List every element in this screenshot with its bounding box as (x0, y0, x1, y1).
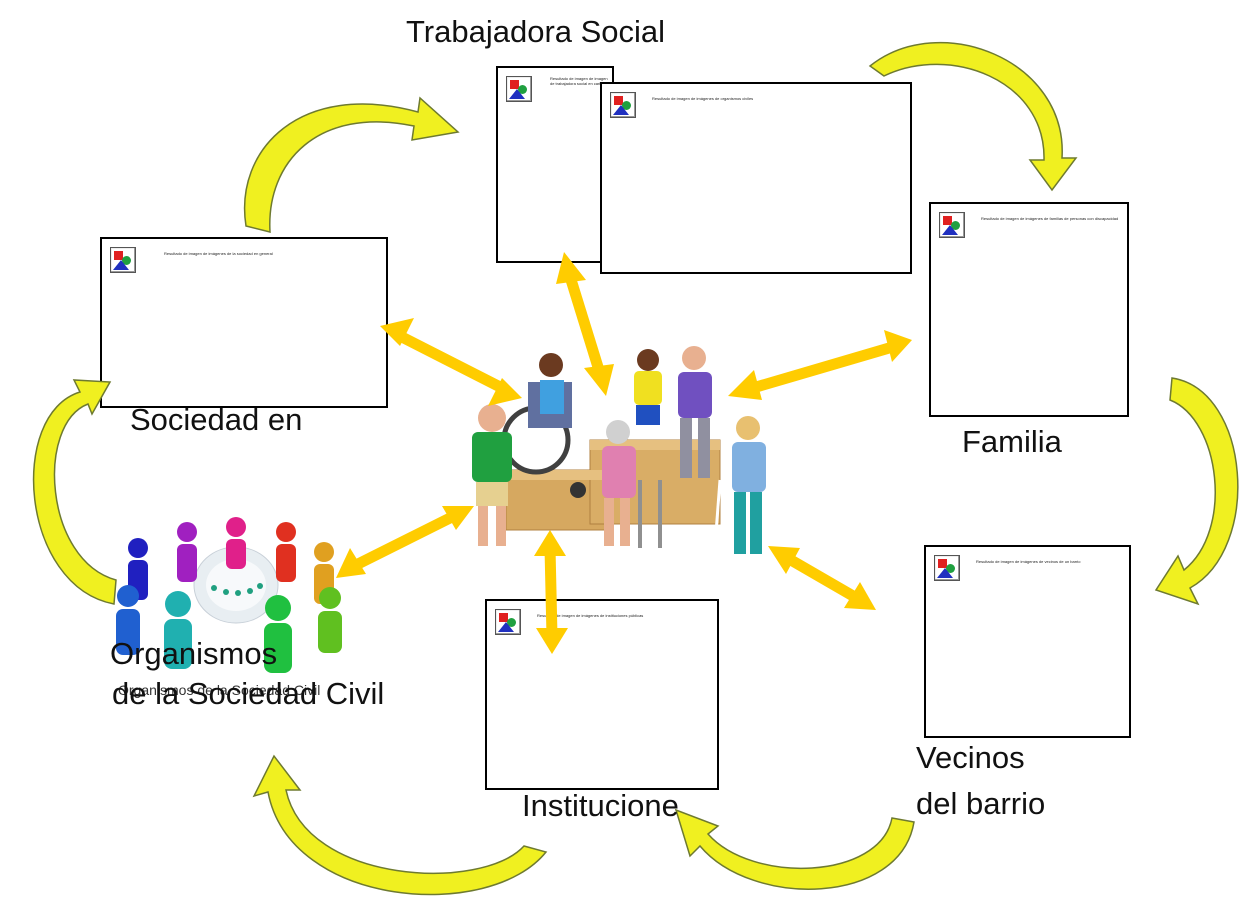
curved-arrow-organismos-to-sociedad (32, 379, 117, 605)
arrow-to-trabajadora (556, 252, 614, 396)
familia-image-alt: Resultado de imagen de imágenes de famil… (981, 216, 1119, 221)
curved-arrow-trabajadora-to-familia (868, 42, 1078, 192)
organizaciones-image-alt: Resultado de imagen de imágenes de organ… (652, 96, 754, 101)
organizaciones-image-box: Resultado de imagen de imágenes de organ… (600, 82, 912, 274)
organismos-illustration (86, 507, 382, 711)
person-figure (177, 522, 197, 582)
person-figure (276, 522, 296, 582)
broken-image-icon (506, 76, 532, 102)
label-organismos-line1: Organismos (110, 636, 278, 671)
person-figure (226, 517, 246, 569)
connection-arrows (336, 252, 912, 654)
label-sociedad: Sociedad en (130, 402, 303, 437)
label-trabajadora-social: Trabajadora Social (406, 14, 666, 49)
broken-image-icon (939, 212, 965, 238)
curved-arrow-vecinos-to-instituciones (674, 808, 915, 890)
people-with-disabilities-photo (446, 344, 778, 566)
arrow-to-familia (728, 330, 912, 400)
person-figure (318, 587, 342, 653)
broken-image-icon (495, 609, 521, 635)
broken-image-icon (610, 92, 636, 118)
person-figure (164, 591, 192, 669)
familia-image-box: Resultado de imagen de imágenes de famil… (929, 202, 1129, 417)
label-instituciones: Institucione (522, 788, 679, 823)
arrow-to-vecinos (768, 546, 876, 610)
instituciones-image-box: Resultado de imagen de imágenes de insti… (485, 599, 719, 790)
curved-arrow-instituciones-to-organismos (252, 754, 548, 896)
broken-image-icon (110, 247, 136, 273)
trabajadora-image-alt: Resultado de imagen de imagen de trabaja… (550, 76, 612, 86)
sociedad-image-box: Resultado de imagen de imágenes de la so… (100, 237, 388, 408)
curved-arrow-familia-to-vecinos (1154, 377, 1239, 606)
sociedad-image-alt: Resultado de imagen de imágenes de la so… (164, 251, 273, 256)
vecinos-image-box: Resultado de imagen de imágenes de vecin… (924, 545, 1131, 738)
organismos-caption: Organismos de la Sociedad Civil (118, 682, 321, 698)
person-figure (116, 585, 140, 655)
cycle-arrows (32, 42, 1239, 896)
curved-arrow-sociedad-to-trabajadora (243, 96, 460, 233)
arrow-to-organismos (336, 506, 474, 578)
label-vecinos-line2: del barrio (916, 786, 1046, 821)
arrow-to-sociedad (380, 318, 522, 406)
label-familia: Familia (962, 424, 1062, 459)
broken-image-icon (934, 555, 960, 581)
label-organismos-line2: de la Sociedad Civil (112, 676, 385, 711)
label-vecinos-line1: Vecinos (916, 740, 1025, 775)
instituciones-image-alt: Resultado de imagen de imágenes de insti… (537, 613, 644, 618)
trabajadora-image-box: Resultado de imagen de imagen de trabaja… (496, 66, 614, 263)
vecinos-image-alt: Resultado de imagen de imágenes de vecin… (976, 559, 1081, 564)
arrow-to-instituciones (534, 530, 568, 654)
person-figure (264, 595, 292, 673)
